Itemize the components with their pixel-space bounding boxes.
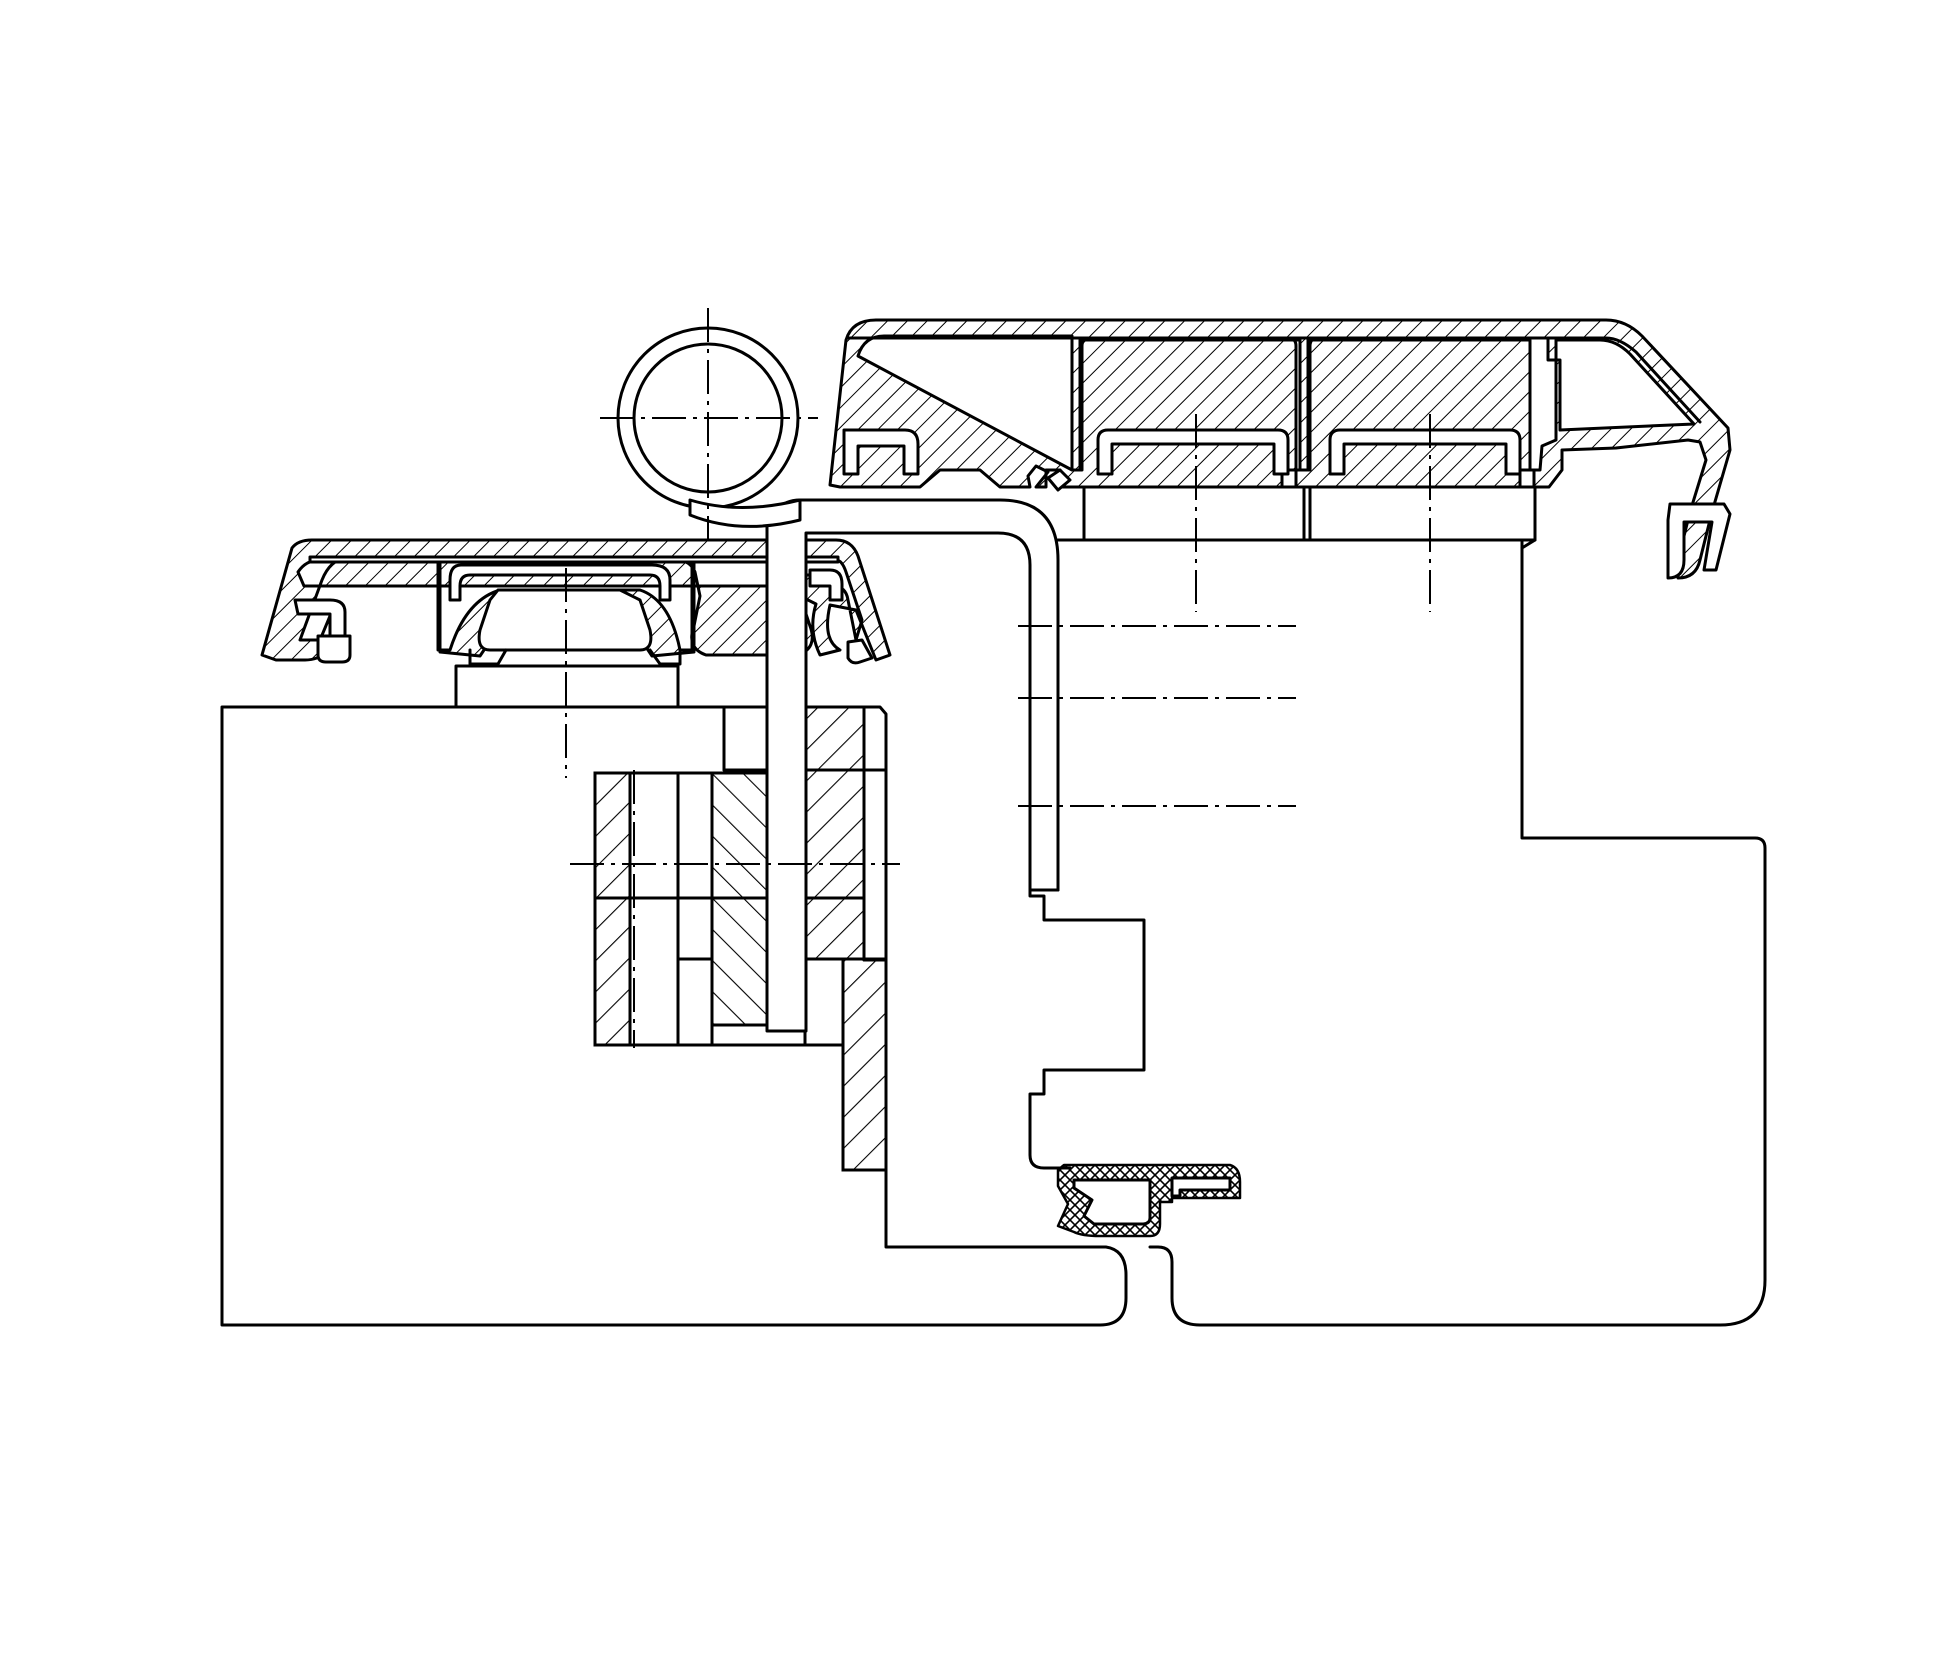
right-aluminium-cap-profile (828, 318, 1732, 580)
weather-seal (1056, 1163, 1242, 1238)
hinge-block-stack (593, 705, 888, 1172)
center-lines (565, 308, 1431, 1048)
left-frame-profile (220, 705, 1128, 1327)
